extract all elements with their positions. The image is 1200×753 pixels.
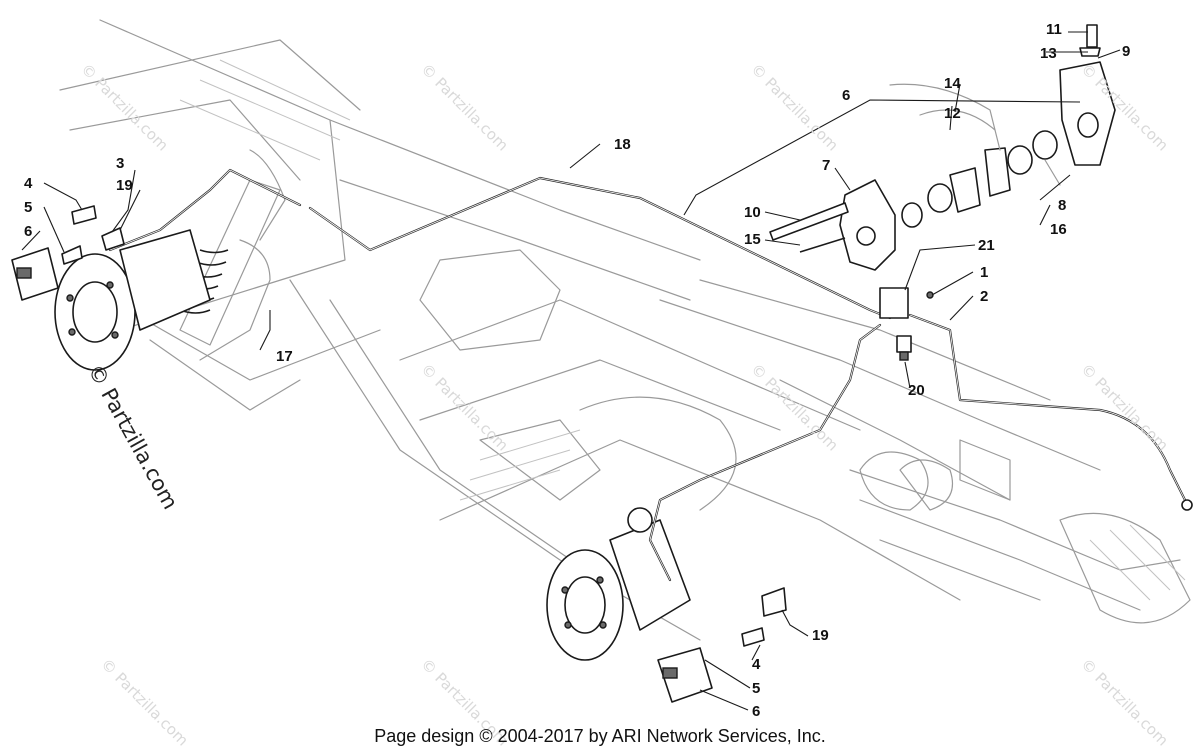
callout-6: 6 xyxy=(842,87,851,104)
callout-10: 10 xyxy=(744,204,761,221)
callout-7: 7 xyxy=(822,157,831,174)
callout-19: 19 xyxy=(812,627,829,644)
left-wheel-hub xyxy=(54,229,211,371)
callout-6: 6 xyxy=(752,703,761,720)
callout-16: 16 xyxy=(1050,221,1067,238)
atv-frame-outline xyxy=(59,19,1191,641)
leader-lines xyxy=(21,31,1121,711)
callout-21: 21 xyxy=(978,237,995,254)
callout-8: 8 xyxy=(1058,197,1067,214)
callout-4: 4 xyxy=(24,175,33,192)
copyright-footer: Page design © 2004-2017 by ARI Network S… xyxy=(374,726,826,746)
upper-caliper xyxy=(11,205,125,301)
callout-14: 14 xyxy=(944,75,961,92)
callout-1: 1 xyxy=(980,264,989,281)
callout-3: 3 xyxy=(116,155,125,172)
callout-6: 6 xyxy=(24,223,33,240)
assembly-6-bracket xyxy=(683,99,1081,216)
callout-4: 4 xyxy=(752,656,761,673)
callout-17: 17 xyxy=(276,348,293,365)
callout-9: 9 xyxy=(1122,43,1131,60)
brake-lines xyxy=(108,168,1193,582)
callout-13: 13 xyxy=(1040,45,1057,62)
callout-12: 12 xyxy=(944,105,961,122)
callout-19: 19 xyxy=(116,177,133,194)
callout-20: 20 xyxy=(908,382,925,399)
callout-2: 2 xyxy=(980,288,989,305)
callout-15: 15 xyxy=(744,231,761,248)
brake-junction-block xyxy=(879,287,934,361)
callout-18: 18 xyxy=(614,136,631,153)
callout-5: 5 xyxy=(24,199,33,216)
callout-5: 5 xyxy=(752,680,761,697)
lower-caliper xyxy=(657,587,787,703)
front-wheel-hub xyxy=(546,507,691,661)
caliper-exploded-assembly xyxy=(769,24,1116,271)
callout-11: 11 xyxy=(1046,21,1062,38)
